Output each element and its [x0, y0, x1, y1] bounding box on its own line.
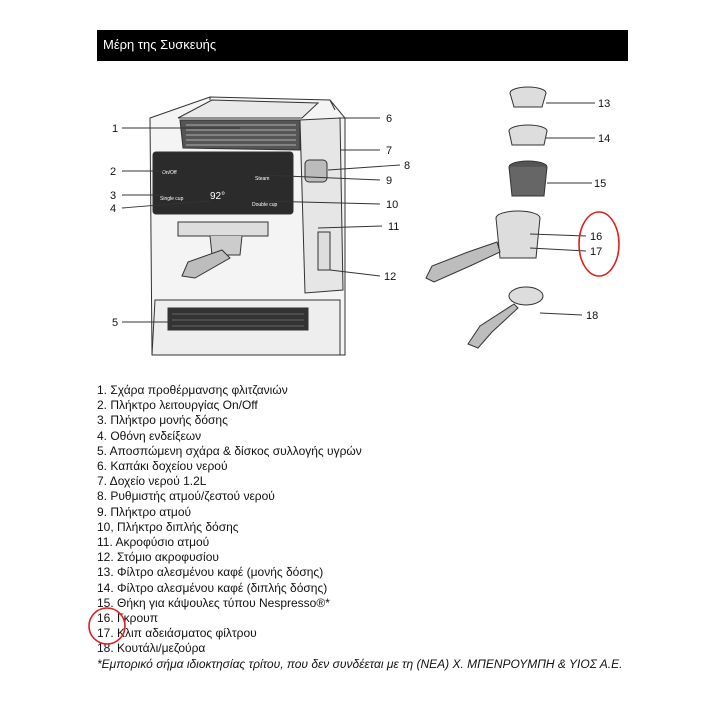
list-item: 11. Ακροφύσιο ατμού	[97, 535, 210, 550]
callout-7: 7	[386, 145, 392, 157]
trademark-footnote: *Εμπορικό σήμα ιδιοκτησίας τρίτου, που δ…	[97, 656, 623, 671]
callout-13: 13	[598, 98, 610, 110]
list-item: 12. Στόμιο ακροφυσίου	[97, 550, 219, 565]
callout-6: 6	[386, 113, 392, 125]
callout-15: 15	[594, 178, 606, 190]
list-item: 2. Πλήκτρο λειτουργίας On/Off	[97, 398, 258, 413]
callout-1: 1	[112, 123, 118, 135]
section-title: Μέρη της Συσκευής	[103, 37, 217, 52]
display-reading: 92°	[210, 191, 225, 202]
measuring-spoon	[508, 286, 544, 306]
list-item: 14. Φίλτρο αλεσμένου καφέ (διπλής δόσης)	[97, 580, 328, 595]
callout-14: 14	[598, 133, 610, 145]
callout-3: 3	[110, 190, 116, 202]
list-item: 4. Οθόνη ενδείξεων	[97, 428, 202, 443]
list-item: 9. Πλήκτρο ατμού	[97, 504, 192, 519]
list-item: 8. Ρυθμιστής ατμού/ζεστού νερού	[97, 489, 275, 504]
callout-12: 12	[384, 271, 396, 283]
panel-label-on-off: On/Off	[162, 170, 177, 176]
section-header: Μέρη της Συσκευής	[97, 30, 628, 61]
list-item: 17. Κλιπ αδειάσματος φίλτρου	[97, 626, 257, 641]
list-item: 15. Θήκη για κάψουλες τύπου Nespresso®*	[97, 595, 330, 610]
list-item: 18. Κουτάλι/μεζούρα	[97, 641, 206, 656]
callout-11: 11	[388, 221, 399, 233]
list-item: 7. Δοχείο νερού 1.2L	[97, 474, 207, 489]
list-item: 1. Σχάρα προθέρμανσης φλιτζανιών	[97, 383, 288, 397]
callout-2: 2	[110, 166, 116, 178]
callout-10: 10	[386, 199, 398, 211]
parts-list: 1. Σχάρα προθέρμανσης φλιτζανιών 2. Πλήκ…	[97, 383, 657, 672]
list-item: 5. Αποσπώμενη σχάρα & δίσκος συλλογής υγ…	[97, 443, 362, 458]
panel-label-single: Single cup	[160, 196, 184, 202]
list-item: 6. Καπάκι δοχείου νερού	[97, 459, 228, 474]
callout-18: 18	[586, 310, 598, 322]
callout-16: 16	[590, 231, 602, 243]
panel-label-double: Double cup	[252, 202, 278, 208]
list-item: 10, Πλήκτρο διπλής δόσης	[97, 519, 239, 534]
callout-9: 9	[386, 175, 392, 187]
callout-17: 17	[590, 246, 602, 258]
list-item: 16. Γκρουπ	[97, 611, 158, 626]
callout-4: 4	[110, 203, 116, 215]
appliance-diagram: 92° On/Off Single cup Steam Double cup	[110, 86, 610, 356]
list-item: 13. Φίλτρο αλεσμένου καφέ (μονής δόσης)	[97, 565, 324, 580]
callout-8: 8	[404, 160, 410, 172]
list-item: 3. Πλήκτρο μονής δόσης	[97, 413, 228, 428]
panel-label-steam: Steam	[255, 176, 269, 182]
callout-5: 5	[112, 317, 118, 329]
